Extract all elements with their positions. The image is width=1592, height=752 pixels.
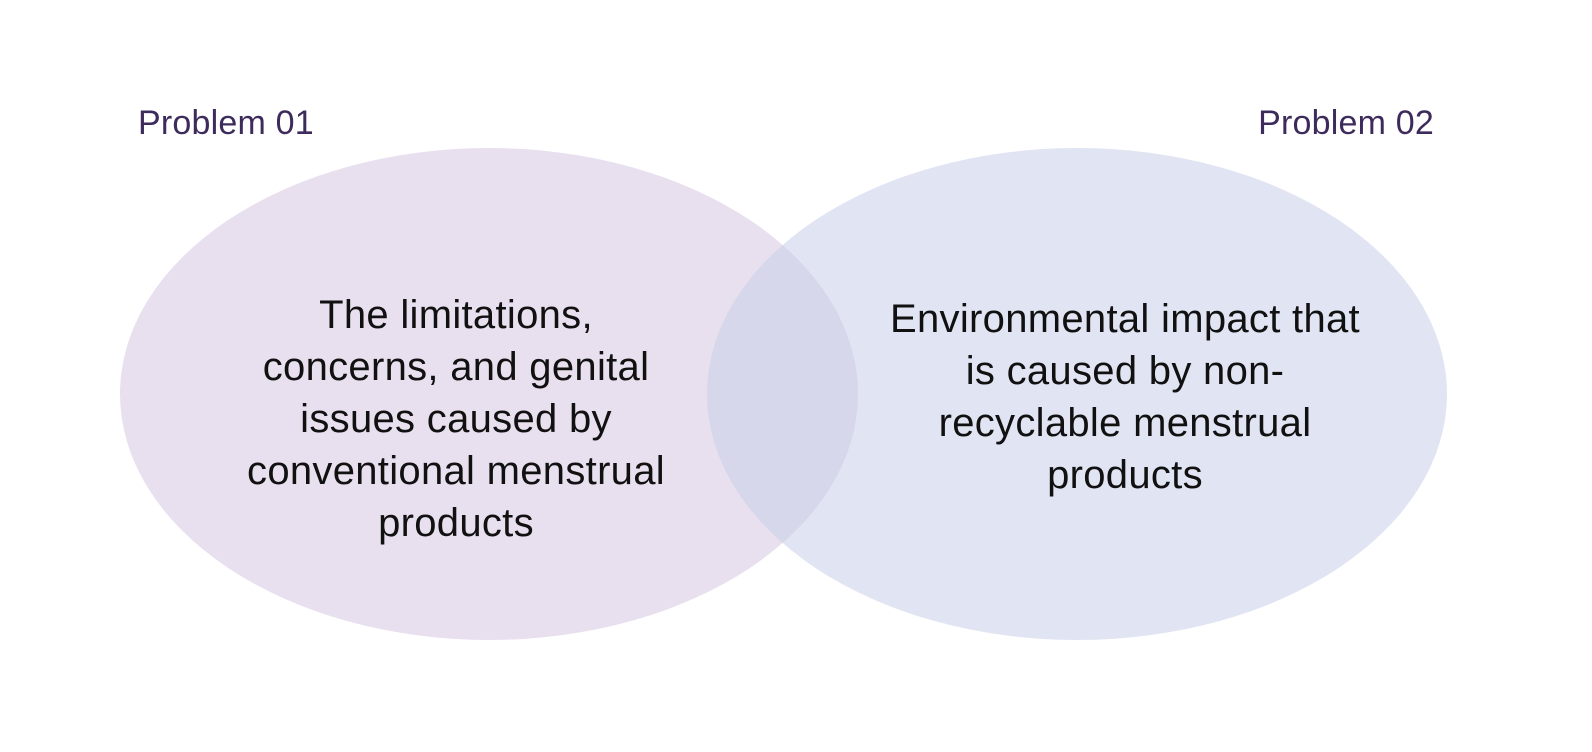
problem-01-label: Problem 01 (138, 104, 314, 142)
problem-01-circle (120, 148, 858, 640)
problem-02-description: Environmental impact that is caused by n… (890, 297, 1360, 497)
problem-01-description: The limitations, concerns, and genital i… (247, 293, 665, 545)
problem-02-label: Problem 02 (1258, 104, 1434, 142)
problem-02-circle (707, 148, 1447, 640)
